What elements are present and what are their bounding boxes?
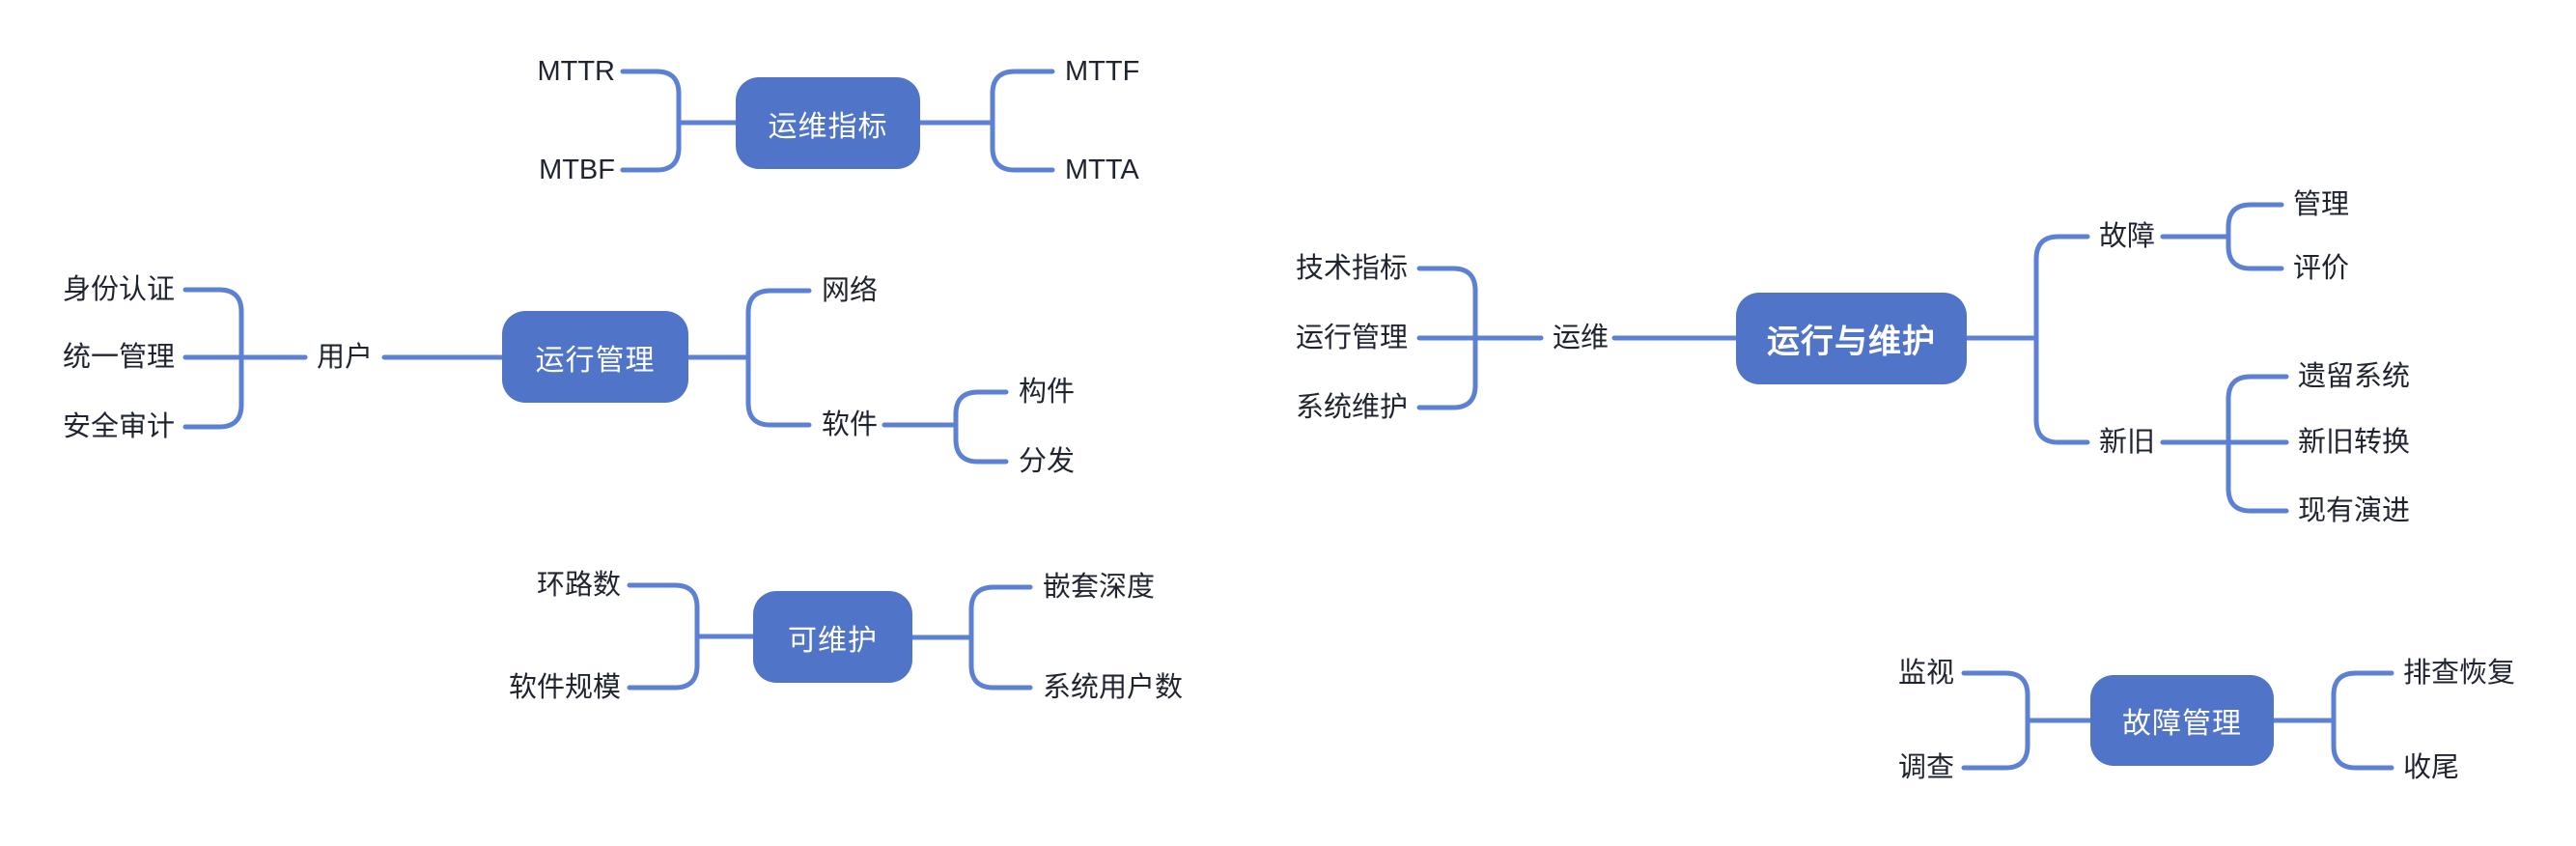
leaf-old-new-conversion[interactable]: 新旧转换 xyxy=(2298,426,2411,458)
leaf-system-user-count[interactable]: 系统用户数 xyxy=(1043,671,1184,703)
connector-oam-right-bracket xyxy=(2033,234,2090,445)
leaf-investigation[interactable]: 调查 xyxy=(1897,751,1954,783)
leaf-identity-auth[interactable]: 身份认证 xyxy=(62,273,175,305)
leaf-ops[interactable]: 运维 xyxy=(1553,322,1610,353)
leaf-mttr[interactable]: MTTR xyxy=(537,55,615,87)
leaf-closure[interactable]: 收尾 xyxy=(2403,751,2460,783)
leaf-unified-management[interactable]: 统一管理 xyxy=(62,341,175,373)
leaf-user[interactable]: 用户 xyxy=(317,341,374,373)
node-fault-management[interactable]: 故障管理 xyxy=(2090,675,2274,766)
leaf-existing-evolution[interactable]: 现有演进 xyxy=(2298,494,2411,526)
leaf-distribution[interactable]: 分发 xyxy=(1019,445,1076,477)
node-operation-management[interactable]: 运行管理 xyxy=(502,311,688,403)
leaf-monitoring[interactable]: 监视 xyxy=(1897,657,1954,689)
leaf-technical-metrics[interactable]: 技术指标 xyxy=(1295,252,1408,284)
connector-opmgmt-right-bracket xyxy=(745,288,812,428)
leaf-system-maintenance[interactable]: 系统维护 xyxy=(1295,391,1408,423)
leaf-mtbf[interactable]: MTBF xyxy=(539,154,615,185)
leaf-troubleshoot-recovery[interactable]: 排查恢复 xyxy=(2403,657,2516,689)
leaf-fault-mgmt-child[interactable]: 管理 xyxy=(2293,188,2350,220)
leaf-legacy-system[interactable]: 遗留系统 xyxy=(2298,360,2411,392)
leaf-nesting-depth[interactable]: 嵌套深度 xyxy=(1043,571,1156,603)
connector-ops-metrics-left-bracket xyxy=(620,69,682,173)
leaf-software[interactable]: 软件 xyxy=(822,409,879,440)
connector-fault-bracket xyxy=(2226,202,2284,271)
connector-maintain-left-bracket xyxy=(627,582,700,691)
connector-faultmgmt-right-bracket xyxy=(2331,670,2394,771)
leaf-component[interactable]: 构件 xyxy=(1019,376,1076,408)
leaf-mttf[interactable]: MTTF xyxy=(1065,55,1140,87)
connector-faultmgmt-left-bracket xyxy=(1961,670,2030,771)
connector-software-bracket xyxy=(953,389,1009,465)
leaf-fault[interactable]: 故障 xyxy=(2099,220,2156,252)
node-ops-metrics[interactable]: 运维指标 xyxy=(736,77,920,169)
leaf-loop-count[interactable]: 环路数 xyxy=(536,569,621,601)
connector-maintain-right-bracket xyxy=(968,584,1033,691)
leaf-operation-management[interactable]: 运行管理 xyxy=(1295,322,1408,353)
leaf-security-audit[interactable]: 安全审计 xyxy=(62,410,175,442)
node-operation-and-maintenance[interactable]: 运行与维护 xyxy=(1736,293,1967,384)
leaf-mtta[interactable]: MTTA xyxy=(1065,154,1139,185)
node-maintainability[interactable]: 可维护 xyxy=(753,591,912,683)
leaf-software-scale[interactable]: 软件规模 xyxy=(508,671,621,703)
connector-ops-metrics-right-bracket xyxy=(990,69,1055,173)
leaf-fault-evaluation[interactable]: 评价 xyxy=(2293,252,2350,284)
leaf-old-new[interactable]: 新旧 xyxy=(2099,426,2156,458)
leaf-network[interactable]: 网络 xyxy=(822,274,879,306)
